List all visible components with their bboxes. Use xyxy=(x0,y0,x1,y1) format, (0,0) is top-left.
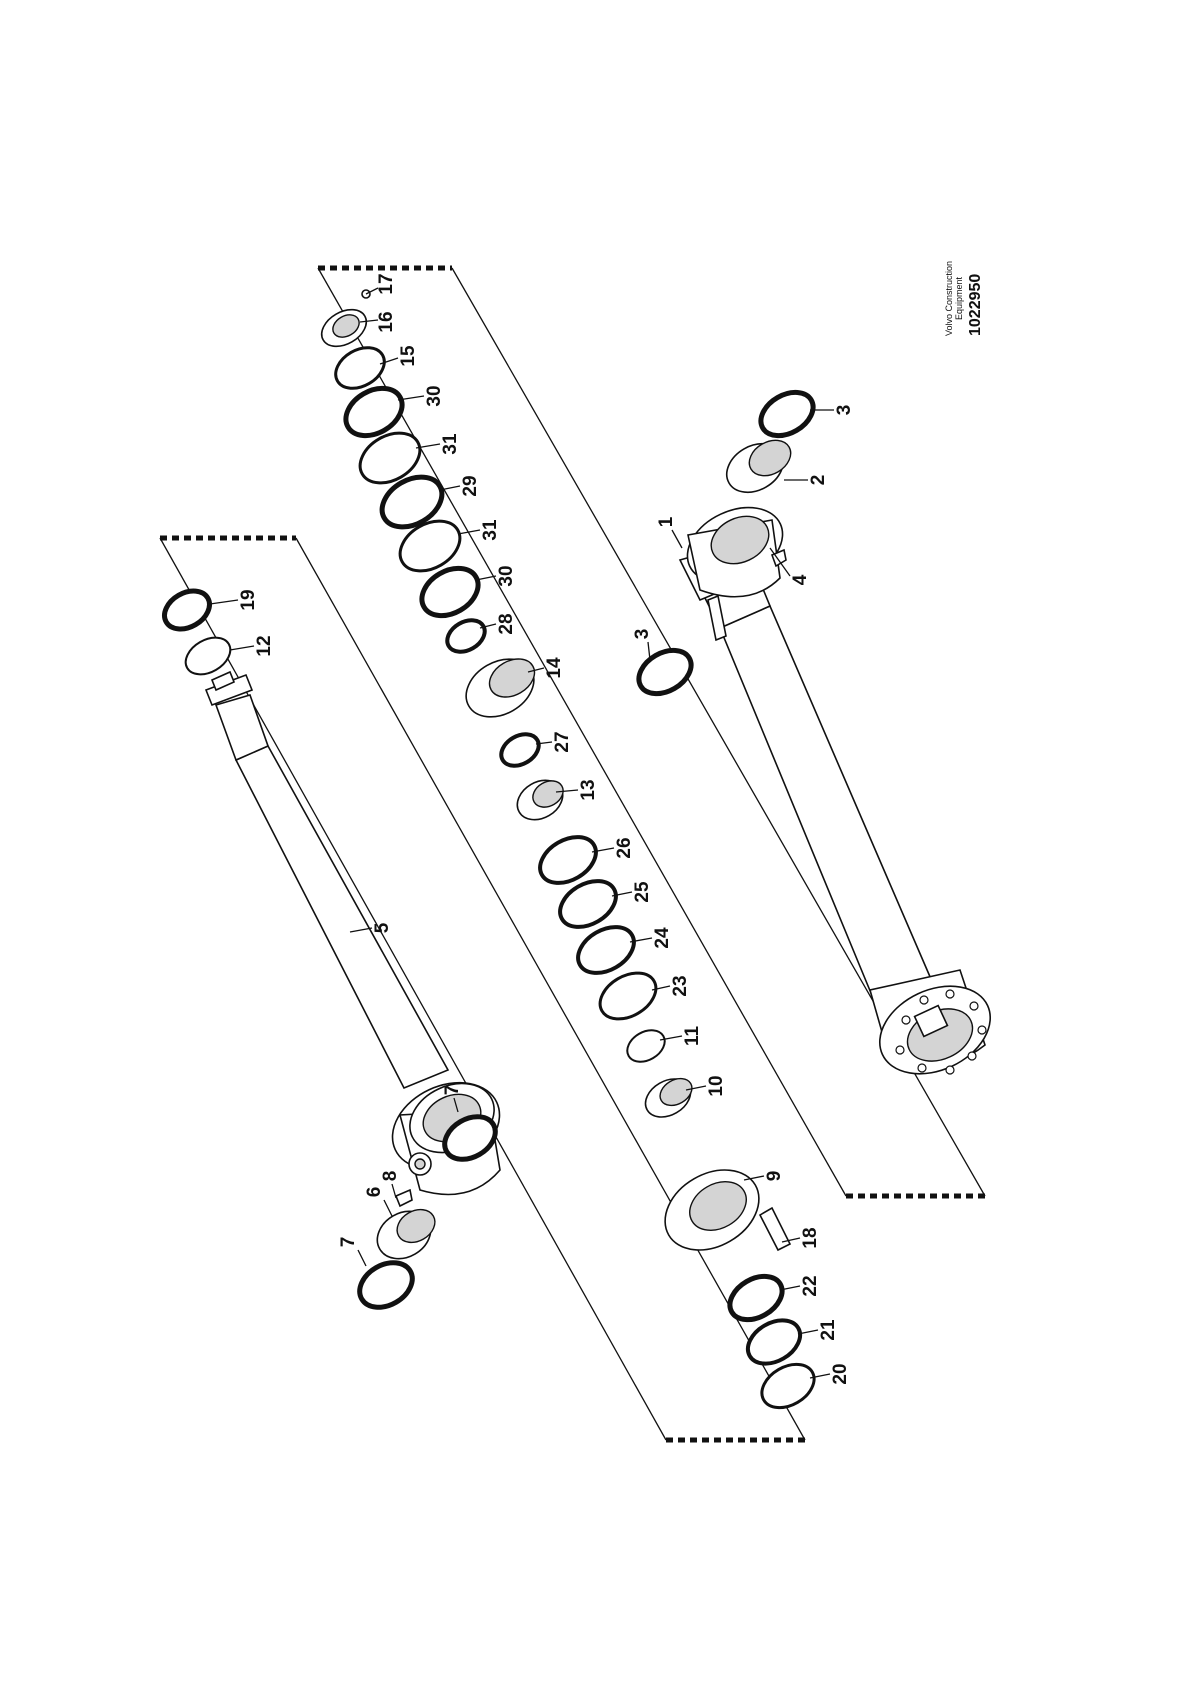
callout-24: 24 xyxy=(652,927,673,949)
drawing-number: 1022950 xyxy=(967,274,984,336)
callout-6: 6 xyxy=(364,1187,385,1198)
callout-16: 16 xyxy=(376,311,397,332)
callout-23: 23 xyxy=(670,975,691,996)
callout-labels: 17 16 15 30 31 29 31 30 28 14 27 13 26 2… xyxy=(238,273,855,1384)
callout-4: 4 xyxy=(790,574,811,585)
callout-12: 12 xyxy=(254,635,275,656)
callout-13: 13 xyxy=(578,779,599,800)
flange-bolt-holes xyxy=(895,989,987,1075)
callout-8: 8 xyxy=(380,1171,401,1182)
callout-27: 27 xyxy=(552,731,573,752)
callout-1: 1 xyxy=(656,516,677,527)
callout-31-b: 31 xyxy=(480,519,501,541)
callout-11: 11 xyxy=(682,1026,703,1047)
publisher-line-1: Volvo Construction xyxy=(944,261,954,336)
callout-17: 17 xyxy=(376,273,397,294)
callout-22: 22 xyxy=(800,1275,821,1296)
callout-3-b: 3 xyxy=(632,629,653,640)
callout-14: 14 xyxy=(544,657,565,679)
leader-lines xyxy=(209,287,834,1379)
callout-9: 9 xyxy=(764,1171,785,1182)
callout-29: 29 xyxy=(460,475,481,496)
callout-30-b: 30 xyxy=(496,565,517,586)
publisher-credit: Volvo Construction Equipment 1022950 xyxy=(944,261,984,336)
callout-25: 25 xyxy=(632,881,653,903)
callout-2: 2 xyxy=(808,475,829,486)
rod-side-parts xyxy=(162,588,498,1310)
callout-30-a: 30 xyxy=(424,385,445,406)
callout-20: 20 xyxy=(830,1363,851,1384)
cylinder-side-parts xyxy=(636,389,816,697)
callout-19: 19 xyxy=(238,589,259,610)
callout-18: 18 xyxy=(800,1227,821,1248)
callout-5: 5 xyxy=(372,922,393,933)
central-parts xyxy=(320,289,816,1410)
callout-10: 10 xyxy=(706,1075,727,1096)
callout-21: 21 xyxy=(818,1319,839,1341)
break-borders xyxy=(160,265,985,1443)
callout-26: 26 xyxy=(614,837,635,858)
callout-28: 28 xyxy=(496,613,517,634)
cylinder-tube-part-1 xyxy=(678,506,992,1075)
publisher-line-2: Equipment xyxy=(954,276,964,320)
callout-31-a: 31 xyxy=(440,433,461,455)
callout-3-a: 3 xyxy=(834,405,855,416)
callout-15: 15 xyxy=(398,345,419,367)
callout-7-a: 7 xyxy=(442,1085,463,1096)
callout-7-b: 7 xyxy=(338,1237,359,1248)
